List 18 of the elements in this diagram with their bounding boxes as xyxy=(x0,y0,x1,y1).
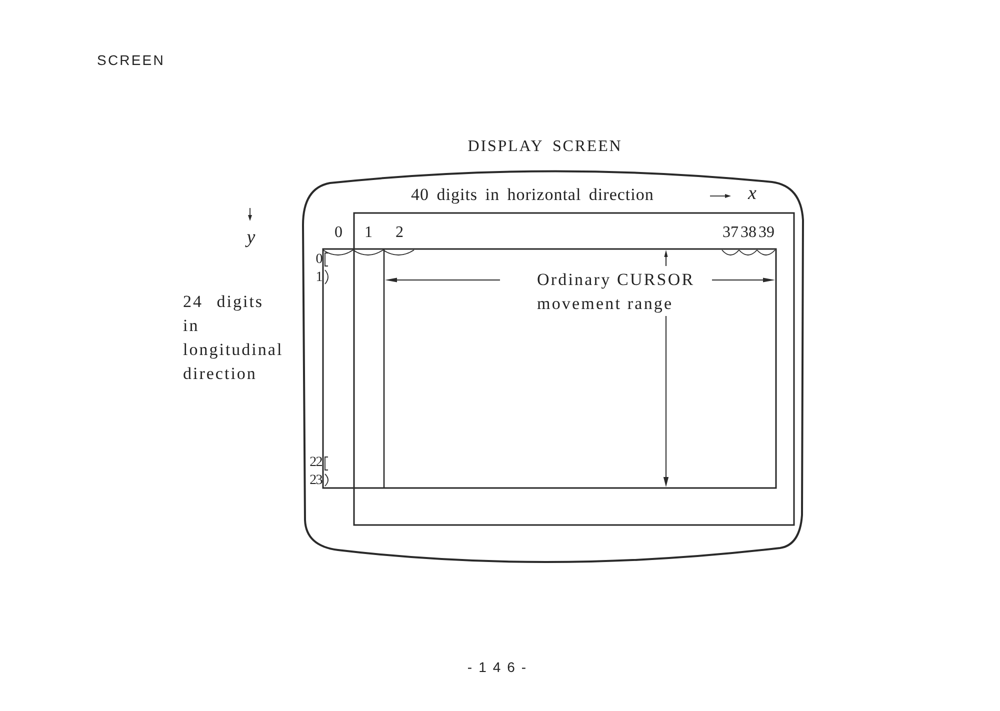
column-number: 37 xyxy=(722,224,738,242)
row-number: 0 xyxy=(316,252,322,268)
column-number: 39 xyxy=(758,224,774,242)
axis-note: 24 digits in longitudinal direction xyxy=(183,291,284,385)
page-heading: SCREEN xyxy=(97,52,165,68)
column-number: 1 xyxy=(364,224,372,242)
figure-title: DISPLAY SCREEN xyxy=(468,138,622,156)
row-number: 22 xyxy=(310,455,322,471)
column-number: 38 xyxy=(740,224,756,242)
axis-note: 40 digits in horizontal direction xyxy=(411,185,654,205)
row-number: 1 xyxy=(316,270,322,286)
range-label: Ordinary CURSOR movement range xyxy=(537,269,696,315)
axis-label: x xyxy=(748,183,756,205)
axis-label: y xyxy=(246,227,256,249)
row-number: 23 xyxy=(310,473,322,489)
column-number: 2 xyxy=(396,224,404,242)
page-number: -146- xyxy=(467,659,533,675)
column-number: 0 xyxy=(334,224,342,242)
